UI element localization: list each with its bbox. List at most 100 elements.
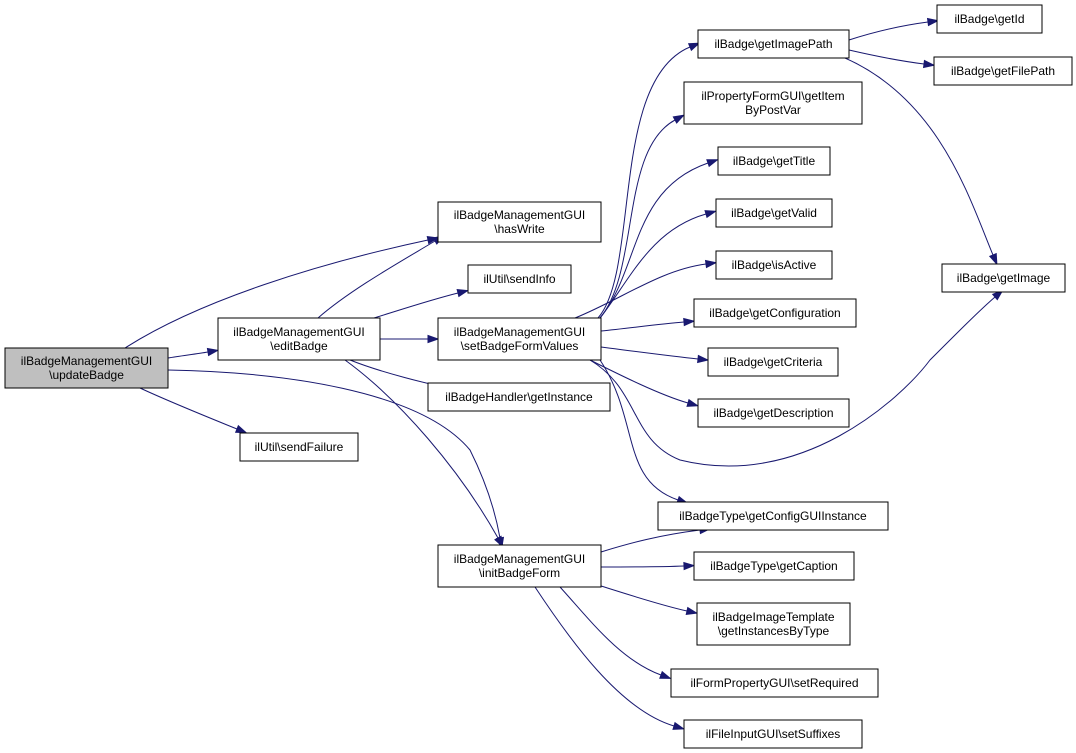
- node-getTitle[interactable]: ilBadge\getTitle: [717, 146, 831, 176]
- node-box[interactable]: [933, 56, 1073, 86]
- node-getInstancesByType[interactable]: ilBadgeImageTemplate\getInstancesByType: [696, 602, 851, 646]
- node-sendInfo[interactable]: ilUtil\sendInfo: [467, 264, 572, 294]
- node-sendFailure[interactable]: ilUtil\sendFailure: [239, 432, 359, 462]
- edge-line: [599, 119, 676, 319]
- node-label: \setBadgeFormValues: [461, 339, 579, 353]
- node-label: ilBadge\getValid: [731, 206, 817, 220]
- edge-line: [373, 292, 459, 319]
- node-setBadgeFormValues[interactable]: ilBadgeManagementGUI\setBadgeFormValues: [437, 317, 602, 361]
- node-box[interactable]: [657, 501, 889, 531]
- edge-line: [600, 346, 699, 360]
- edge-arrowhead-icon: [659, 670, 672, 679]
- node-label: ilFormPropertyGUI\setRequired: [690, 676, 858, 690]
- edge-arrowhead-icon: [988, 252, 998, 266]
- node-label: ilBadge\getTitle: [733, 154, 816, 168]
- node-box[interactable]: [437, 317, 602, 361]
- node-getDescription[interactable]: ilBadge\getDescription: [697, 398, 850, 428]
- node-getCaption[interactable]: ilBadgeType\getCaption: [693, 551, 855, 581]
- edge-arrowhead-icon: [704, 210, 718, 219]
- node-box[interactable]: [696, 602, 851, 646]
- edge-getImagePath-to-getFilePath: [848, 49, 936, 69]
- node-getImage[interactable]: ilBadge\getImage: [941, 263, 1066, 293]
- node-box[interactable]: [437, 201, 602, 243]
- node-label: ilBadgeManagementGUI: [454, 552, 585, 566]
- node-box[interactable]: [239, 432, 359, 462]
- edge-line: [167, 369, 501, 539]
- node-getConfigGUIInstance[interactable]: ilBadgeType\getConfigGUIInstance: [657, 501, 889, 531]
- node-label: ilBadge\isActive: [732, 258, 817, 272]
- edge-line: [600, 321, 685, 332]
- node-label: ilBadgeManagementGUI: [454, 325, 585, 339]
- edge-line: [344, 359, 499, 539]
- edge-line: [599, 162, 709, 319]
- edge-line: [600, 585, 688, 612]
- node-box[interactable]: [715, 198, 833, 228]
- edge-updateBadge-to-sendFailure: [139, 387, 248, 434]
- node-label: ilUtil\sendFailure: [255, 440, 344, 454]
- edge-getImagePath-to-getImage: [844, 57, 998, 266]
- node-getCriteria[interactable]: ilBadge\getCriteria: [707, 347, 839, 377]
- node-label: ByPostVar: [745, 103, 801, 117]
- edge-line: [534, 586, 675, 727]
- edge-arrowhead-icon: [697, 354, 710, 364]
- node-box[interactable]: [4, 347, 169, 389]
- node-setSuffixes[interactable]: ilFileInputGUI\setSuffixes: [683, 719, 863, 749]
- node-box[interactable]: [683, 81, 863, 125]
- node-getImagePath[interactable]: ilBadge\getImagePath: [697, 29, 850, 59]
- edge-arrowhead-icon: [687, 42, 701, 52]
- node-box[interactable]: [715, 250, 833, 280]
- node-box[interactable]: [693, 551, 855, 581]
- node-box[interactable]: [941, 263, 1066, 293]
- node-label: ilUtil\sendInfo: [483, 272, 555, 286]
- nodes-layer: ilBadgeManagementGUI\updateBadge ilBadgeM…: [4, 4, 1073, 749]
- edge-line: [559, 586, 662, 676]
- edge-line: [574, 263, 707, 319]
- node-getFilePath[interactable]: ilBadge\getFilePath: [933, 56, 1073, 86]
- edge-arrowhead-icon: [206, 347, 220, 357]
- node-label: ilBadgeHandler\getInstance: [445, 390, 593, 404]
- node-box[interactable]: [427, 382, 611, 412]
- node-setRequired[interactable]: ilFormPropertyGUI\setRequired: [670, 668, 879, 698]
- node-box[interactable]: [697, 29, 850, 59]
- node-getInstanceHandler[interactable]: ilBadgeHandler\getInstance: [427, 382, 611, 412]
- node-editBadge[interactable]: ilBadgeManagementGUI\editBadge: [217, 317, 381, 361]
- node-box[interactable]: [707, 347, 839, 377]
- node-box[interactable]: [217, 317, 381, 361]
- node-box[interactable]: [670, 668, 879, 698]
- node-initBadgeForm[interactable]: ilBadgeManagementGUI\initBadgeForm: [437, 544, 602, 588]
- node-label: ilBadge\getConfiguration: [709, 306, 840, 320]
- edge-setBadgeFormValues-to-getValid: [599, 210, 718, 319]
- edge-arrowhead-icon: [922, 59, 936, 69]
- node-box[interactable]: [437, 544, 602, 588]
- edge-line: [589, 296, 996, 467]
- node-getConfiguration[interactable]: ilBadge\getConfiguration: [693, 298, 857, 328]
- node-label: ilBadgeManagementGUI: [454, 208, 585, 222]
- node-getId[interactable]: ilBadge\getId: [936, 4, 1043, 34]
- node-hasWrite[interactable]: ilBadgeManagementGUI\hasWrite: [437, 201, 602, 243]
- edge-editBadge-to-initBadgeForm: [344, 359, 504, 549]
- edge-arrowhead-icon: [494, 535, 504, 549]
- node-box[interactable]: [936, 4, 1043, 34]
- edge-line: [589, 359, 689, 404]
- edge-line: [848, 49, 925, 65]
- node-getValid[interactable]: ilBadge\getValid: [715, 198, 833, 228]
- node-isActive[interactable]: ilBadge\isActive: [715, 250, 833, 280]
- node-updateBadge[interactable]: ilBadgeManagementGUI\updateBadge: [4, 347, 169, 389]
- node-box[interactable]: [693, 298, 857, 328]
- edge-line: [599, 359, 679, 501]
- node-label: ilBadge\getId: [954, 12, 1024, 26]
- edge-initBadgeForm-to-setRequired: [559, 586, 672, 679]
- node-label: ilBadgeImageTemplate: [712, 610, 834, 624]
- node-box[interactable]: [717, 146, 831, 176]
- node-box[interactable]: [467, 264, 572, 294]
- edge-line: [124, 239, 429, 349]
- edge-arrowhead-icon: [672, 114, 686, 124]
- node-label: ilPropertyFormGUI\getItem: [701, 89, 844, 103]
- edge-arrowhead-icon: [704, 259, 718, 269]
- edge-line: [167, 351, 209, 359]
- edge-line: [844, 57, 994, 256]
- node-box[interactable]: [683, 719, 863, 749]
- node-box[interactable]: [697, 398, 850, 428]
- edge-arrowhead-icon: [456, 289, 470, 298]
